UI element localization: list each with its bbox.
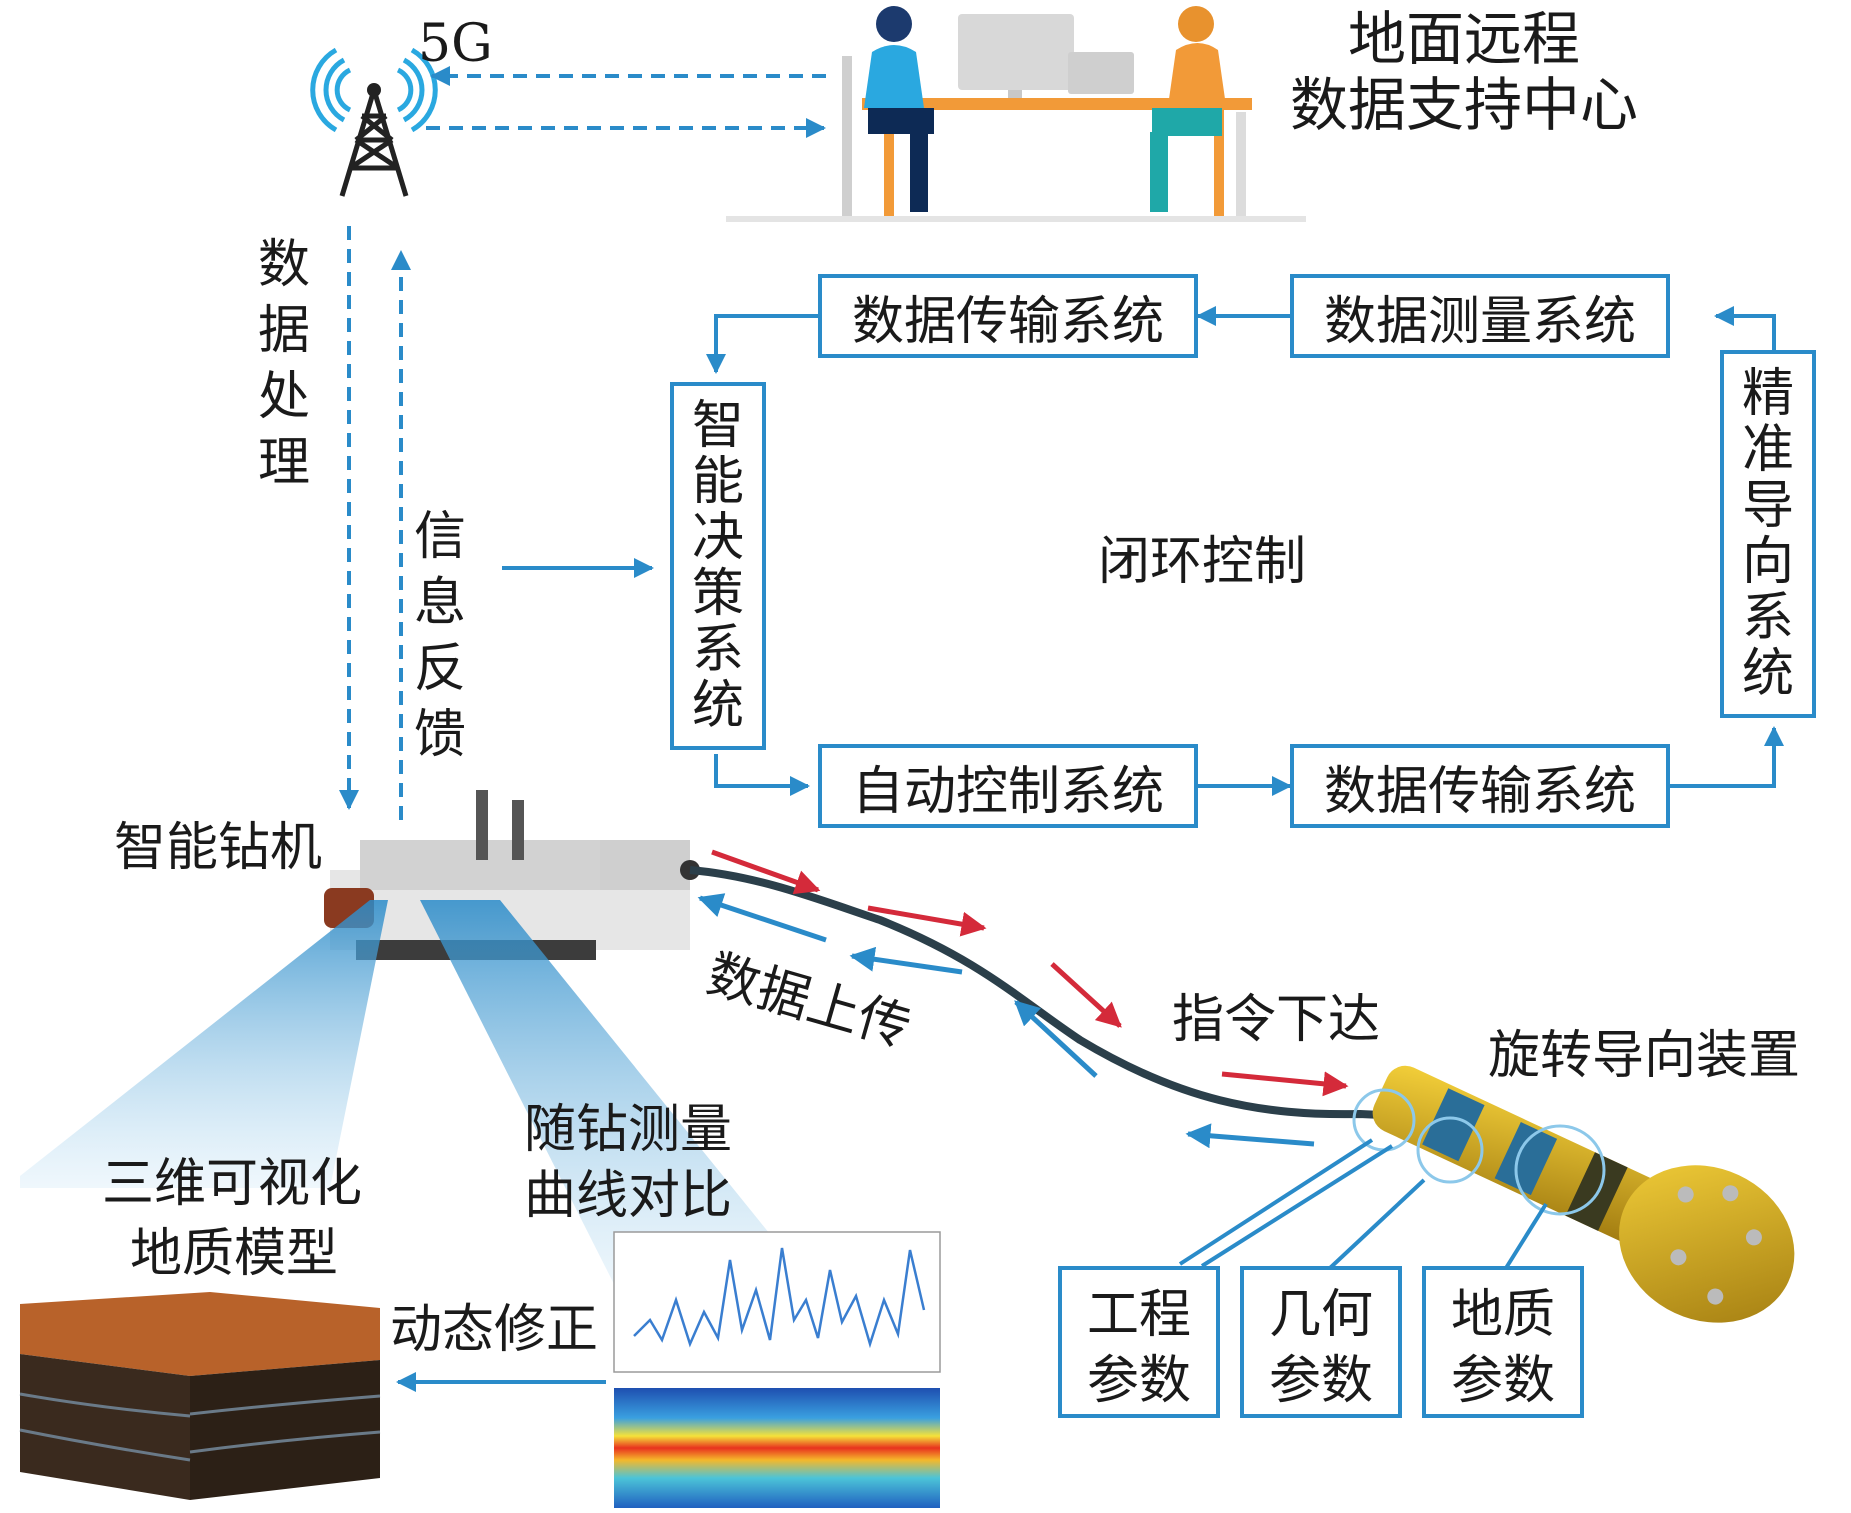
param-line1: 地质: [1450, 1285, 1555, 1345]
info-feedback-label: 信息反馈: [413, 507, 466, 765]
data-measurement-system: 数据测量系统: [1290, 274, 1670, 358]
mwd-curve-thumbnail: [613, 1231, 941, 1508]
param-line2: 参数: [1450, 1351, 1555, 1411]
geometric-parameters-box: 几何 参数: [1240, 1266, 1402, 1418]
data-transmission-system-bottom: 数据传输系统: [1290, 744, 1670, 828]
engineering-parameters-box: 工程 参数: [1058, 1266, 1220, 1418]
param-line2: 参数: [1268, 1351, 1373, 1411]
remote-center-line2: 数据支持中心: [1290, 71, 1639, 139]
beam-to-mwd: [420, 900, 820, 1296]
intelligent-decision-system: 智能决策系统: [670, 382, 766, 750]
3d-model-label-line1: 三维可视化: [102, 1154, 363, 1214]
tower-5g-label: 5G: [418, 14, 493, 74]
remote-team-illustration: [726, 6, 1306, 222]
param-line2: 参数: [1086, 1351, 1191, 1411]
data-processing-label: 数据处理: [257, 235, 310, 493]
mwd-label-line1: 随钻测量: [524, 1100, 733, 1160]
data-transmission-system-top: 数据传输系统: [818, 274, 1198, 358]
intelligent-rig-label: 智能钻机: [114, 818, 323, 878]
rotary-steerable-tool-illustration: [1352, 1065, 1795, 1323]
geological-parameters-box: 地质 参数: [1422, 1266, 1584, 1418]
tower-icon: [310, 47, 438, 197]
command-arrows: [711, 849, 1349, 1097]
closed-loop-arrows: [706, 306, 1784, 796]
automatic-control-system: 自动控制系统: [818, 744, 1198, 828]
closed-loop-control-label: 闭环控制: [1098, 532, 1307, 592]
param-line1: 几何: [1268, 1285, 1373, 1345]
precise-steering-system: 精准导向系统: [1720, 350, 1816, 718]
remote-center-line1: 地面远程: [1348, 5, 1581, 73]
param-connectors: [1178, 1138, 1548, 1270]
geological-model-illustration: [19, 1292, 381, 1500]
param-line1: 工程: [1086, 1285, 1191, 1345]
mwd-label-line2: 曲线对比: [524, 1166, 733, 1226]
rotary-steerable-tool-label: 旋转导向装置: [1488, 1026, 1801, 1086]
upload-arrows: [697, 893, 1315, 1149]
dynamic-correction-label: 动态修正: [390, 1300, 599, 1360]
3d-model-label-line2: 地质模型: [130, 1224, 339, 1284]
beam-to-model: [20, 900, 388, 1188]
command-issue-label: 指令下达: [1172, 990, 1381, 1050]
